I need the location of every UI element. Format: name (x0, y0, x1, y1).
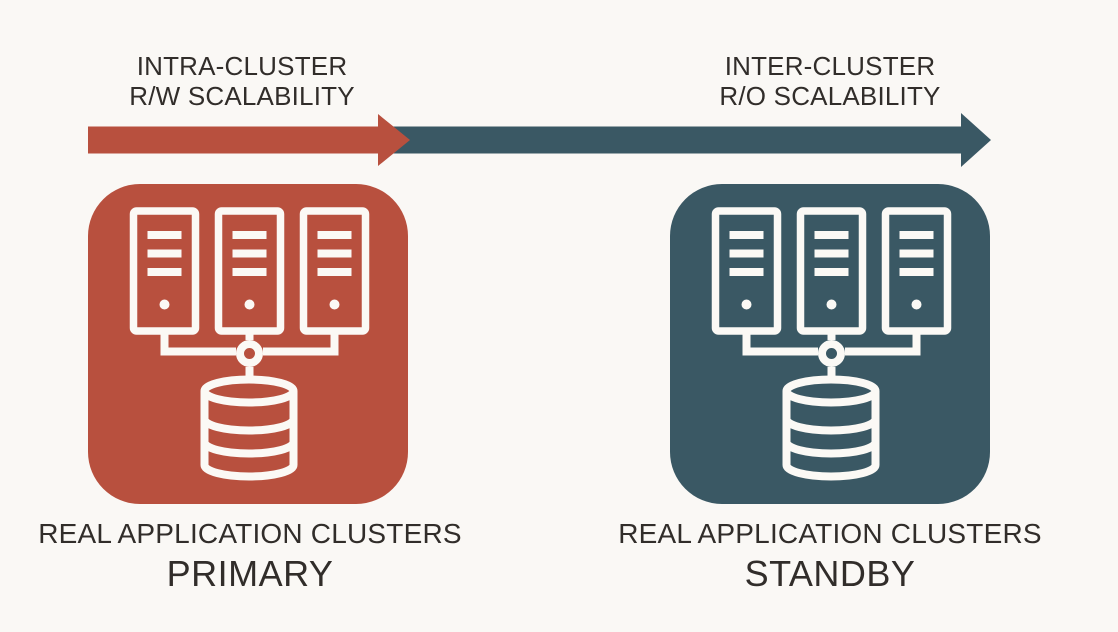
servers-database-cluster-icon (88, 184, 408, 504)
standby-cluster-box (670, 184, 990, 504)
inter-cluster-arrow (393, 113, 991, 167)
label-line-2: R/W SCALABILITY (129, 81, 355, 111)
label-line-1: INTER-CLUSTER (724, 51, 936, 81)
cluster-role: PRIMARY (166, 553, 334, 594)
primary-cluster-box (88, 184, 408, 504)
label-line-1: INTRA-CLUSTER (136, 51, 348, 81)
cluster-name: REAL APPLICATION CLUSTERS (38, 518, 462, 549)
inter-cluster-scalability-label: INTER-CLUSTER R/O SCALABILITY (650, 51, 1010, 111)
intra-cluster-scalability-label: INTRA-CLUSTER R/W SCALABILITY (62, 51, 422, 111)
intra-cluster-arrow (88, 114, 410, 166)
cluster-name: REAL APPLICATION CLUSTERS (618, 518, 1042, 549)
servers-database-cluster-icon (670, 184, 990, 504)
standby-cluster-caption: REAL APPLICATION CLUSTERS STANDBY (580, 517, 1080, 594)
label-line-2: R/O SCALABILITY (719, 81, 941, 111)
primary-cluster-caption: REAL APPLICATION CLUSTERS PRIMARY (0, 517, 500, 594)
cluster-role: STANDBY (744, 553, 916, 594)
